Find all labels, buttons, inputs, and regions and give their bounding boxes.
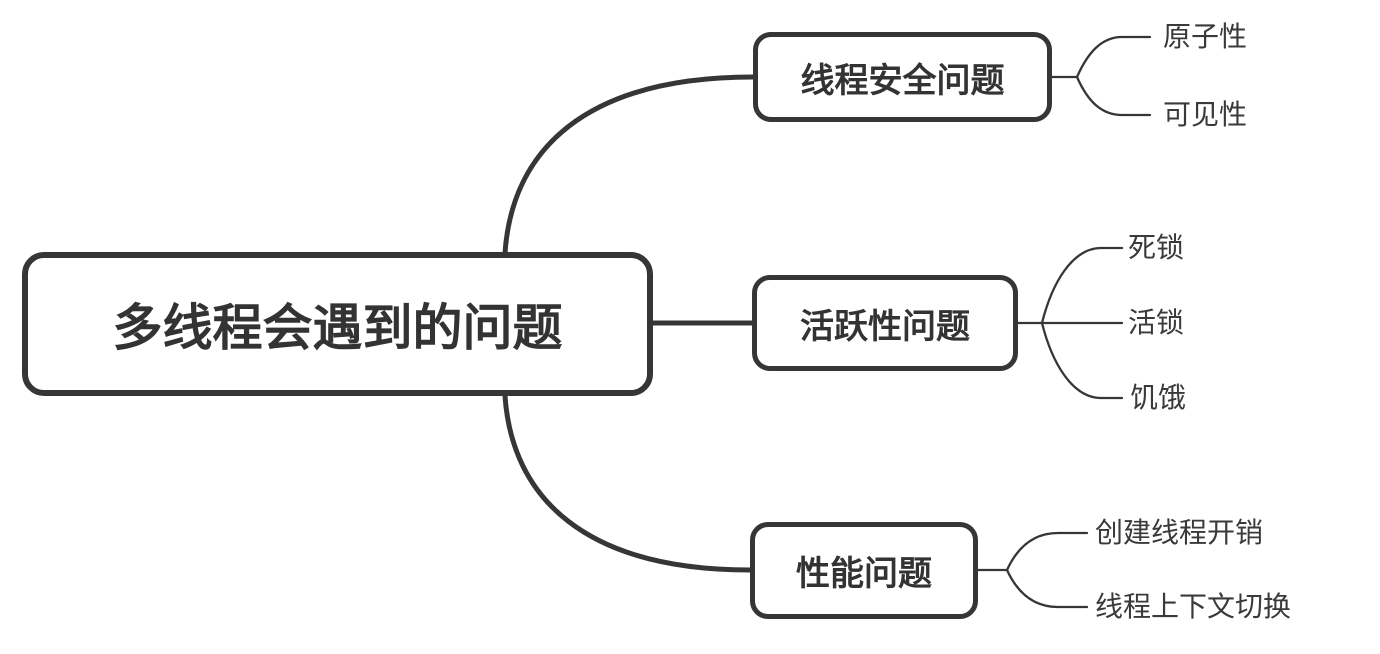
root-node-multithreading-problems[interactable]: 多线程会遇到的问题 <box>22 252 653 396</box>
branch-node-label: 线程安全问题 <box>800 61 1005 100</box>
branch-node-thread-safety[interactable]: 线程安全问题 <box>753 32 1052 122</box>
leaf-node-thread-context-switch[interactable]: 线程上下文切换 <box>1095 591 1292 622</box>
leaf-node-livelock[interactable]: 活锁 <box>1128 307 1185 338</box>
branch-node-label: 性能问题 <box>796 555 932 593</box>
leaf-node-visibility[interactable]: 可见性 <box>1163 99 1248 130</box>
branch-node-performance[interactable]: 性能问题 <box>750 522 978 619</box>
connector-performance-context-switch <box>1005 568 1089 609</box>
branch-node-label: 活跃性问题 <box>800 307 970 346</box>
connector-liveness-deadlock <box>1040 246 1124 325</box>
connector-liveness-starvation <box>1040 321 1124 400</box>
connector-thread-safety-visibility <box>1075 75 1152 117</box>
connector-root-performance <box>502 393 753 573</box>
connector-root-thread-safety <box>502 74 756 256</box>
leaf-node-starvation[interactable]: 饥饿 <box>1130 382 1187 413</box>
leaf-node-atomicity[interactable]: 原子性 <box>1163 21 1248 52</box>
leaf-node-thread-creation-overhead[interactable]: 创建线程开销 <box>1095 517 1264 548</box>
connector-thread-safety-atomicity <box>1075 35 1152 79</box>
connector-performance-creation-overhead <box>1005 531 1089 572</box>
leaf-node-deadlock[interactable]: 死锁 <box>1128 232 1185 263</box>
root-node-label: 多线程会遇到的问题 <box>112 300 563 356</box>
branch-node-liveness[interactable]: 活跃性问题 <box>752 275 1018 371</box>
